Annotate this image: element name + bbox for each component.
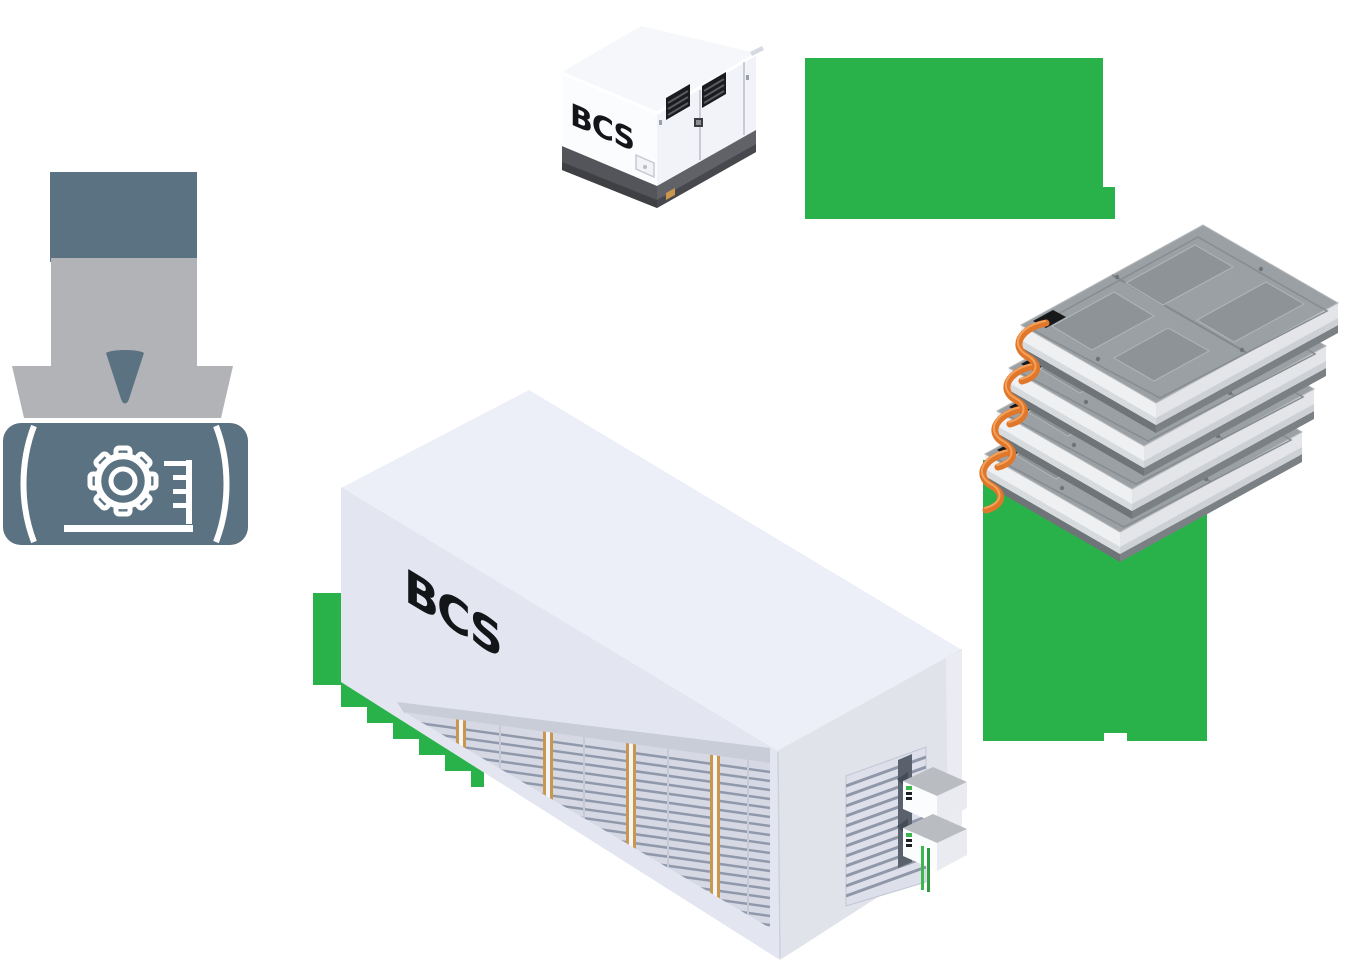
gear-icon [87,445,159,517]
battery-module-stack [982,225,1338,562]
scroll-curl-left [20,424,37,544]
diesel-generator: BCS [561,26,764,208]
arrow-body [51,258,197,368]
scroll-curl-right [213,424,230,544]
arrow-top-block [50,172,197,262]
generator-vent-grille [702,72,726,108]
container-roof [341,390,962,752]
generator-vent-grille [666,84,690,120]
battery-storage-container: BCS [341,390,967,960]
hvac-unit [897,767,967,824]
generator-base-label [666,188,675,200]
green-block-top-right [805,58,1115,219]
lifting-hook [750,46,764,56]
ruler-icon [64,460,193,532]
blueprint-gear-icon [3,172,248,545]
green-cables [921,846,930,892]
pointer-icon [106,350,144,404]
